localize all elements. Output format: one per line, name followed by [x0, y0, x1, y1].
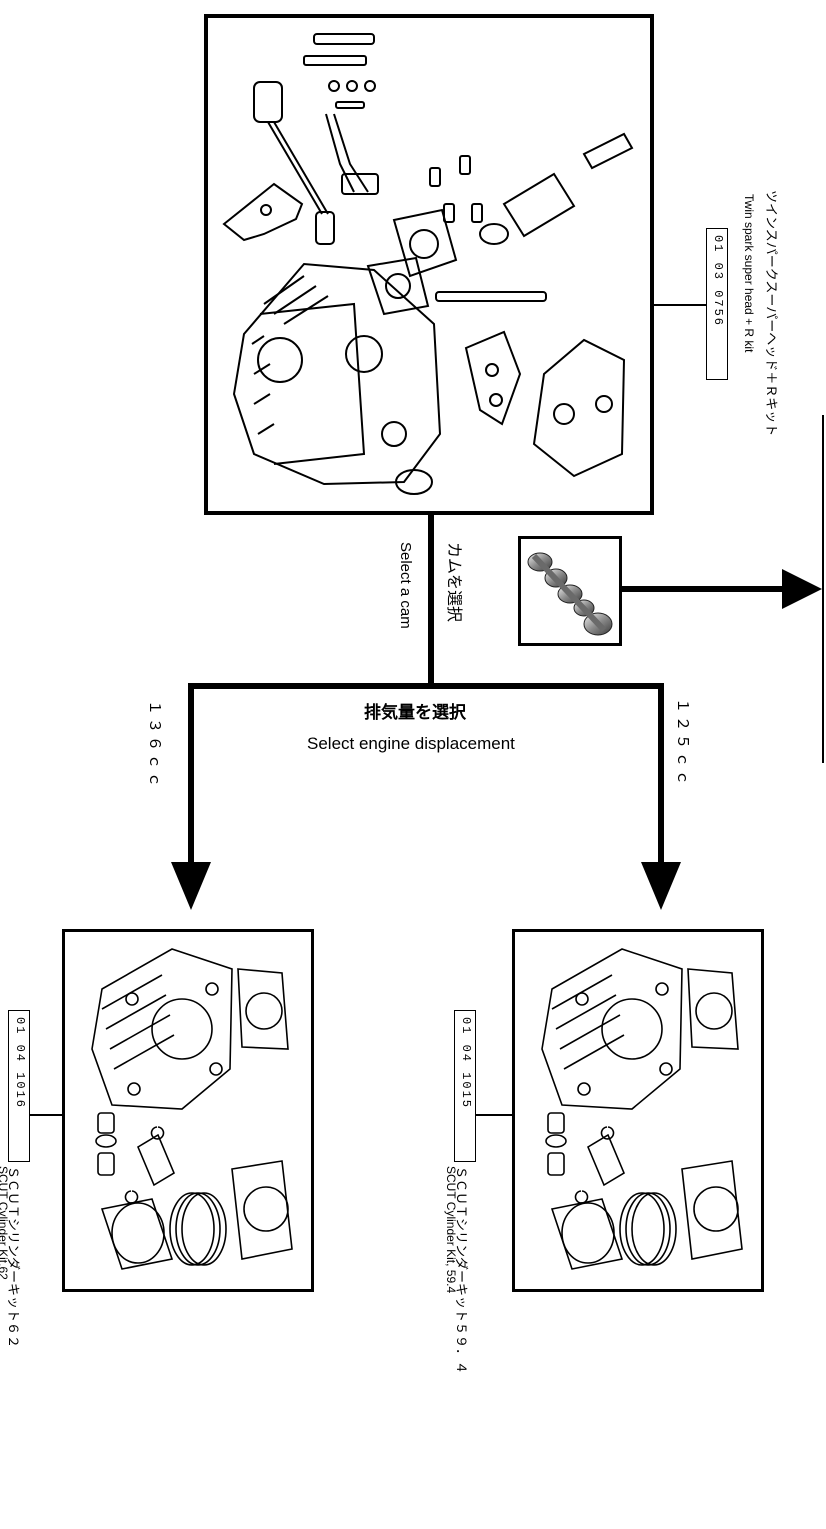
right-branch-line: [658, 683, 664, 863]
cam-select-label-jp: カムを選択: [445, 542, 462, 623]
cam-select-label-en: Select a cam: [397, 542, 414, 629]
head-kit-drawing: [222, 33, 634, 495]
head-kit-illustration-box: [204, 14, 654, 515]
cam-arrow-head: [782, 569, 822, 609]
left-kit-name-en: SCUT Cylinder Kit,62: [0, 1166, 10, 1280]
left-branch-line: [188, 683, 194, 863]
right-kit-connector: [476, 1114, 512, 1116]
cam-options-bracket: [822, 415, 824, 763]
head-kit-part-number: 01 03 0756: [706, 228, 728, 380]
main-vertical-line: [428, 515, 434, 686]
left-arrow-head: [171, 862, 211, 910]
cam-arrow-shaft: [622, 586, 784, 592]
left-kit-connector: [30, 1114, 62, 1116]
right-kit-name-en: SCUT Cylinder Kit, 59.4: [444, 1166, 458, 1294]
head-kit-name-en: Twin spark super head + R kit: [742, 194, 756, 353]
cylinder-kit-59-4-box: [512, 929, 764, 1292]
displacement-label-en: Select engine displacement: [307, 734, 515, 753]
head-kit-name-jp: ツインスパークスーパーヘッド＋Ｒキット: [764, 190, 779, 437]
displacement-label-jp: 排気量を選択: [364, 703, 466, 722]
camshaft-photo: [527, 552, 613, 636]
option-125cc: １２５ｃｃ: [674, 698, 691, 789]
cylinder-kit-62-drawing: [91, 948, 293, 1270]
head-kit-connector: [654, 304, 706, 306]
right-kit-part-number: 01 04 1015: [454, 1010, 476, 1162]
camshaft-image-box: [518, 536, 622, 646]
cylinder-kit-59-4-drawing: [541, 948, 743, 1270]
cylinder-kit-62-box: [62, 929, 314, 1292]
option-136cc: １３６ｃｃ: [146, 700, 163, 791]
left-kit-part-number: 01 04 1016: [8, 1010, 30, 1162]
right-arrow-head: [641, 862, 681, 910]
displacement-horizontal-line: [188, 683, 664, 689]
